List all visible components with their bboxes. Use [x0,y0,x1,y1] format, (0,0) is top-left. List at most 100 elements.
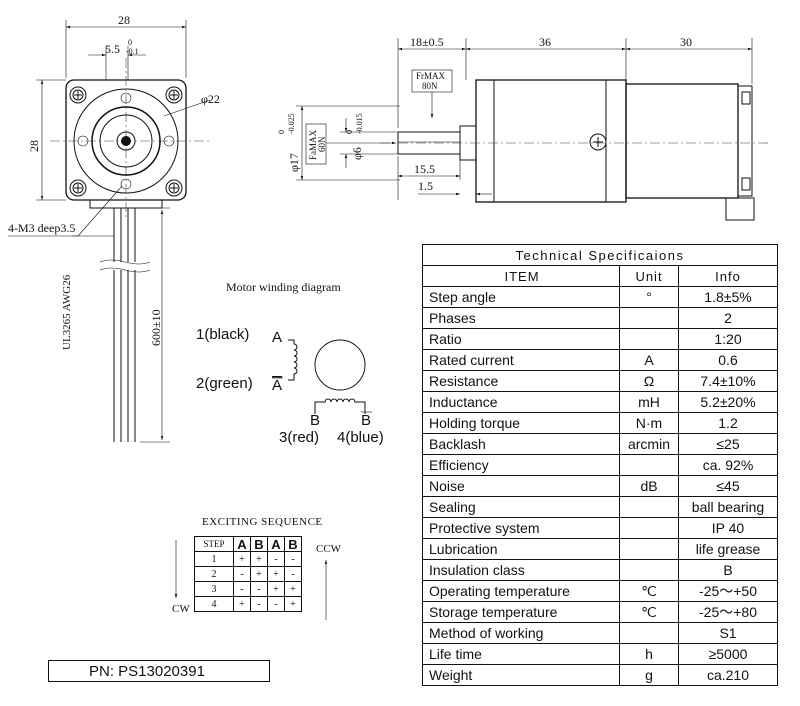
dim-15-5: 15.5 [414,162,435,176]
spec-info: 1.8±5% [678,286,778,308]
spec-item: Sealing [422,496,620,518]
spec-item: Operating temperature [422,580,620,602]
shaft-small-tol-bottom: -0.015 [355,113,364,134]
sequence-cell: + [233,551,251,567]
spec-item: Phases [422,307,620,329]
spec-unit: h [619,643,679,665]
spec-row: Storage temperature℃-25～+80 [422,601,778,623]
shaft-dia-tol-top: 0 [277,130,286,134]
spec-unit: N·m [619,412,679,434]
frmax-label: FrMAX [416,71,446,81]
spec-item: Lubrication [422,538,620,560]
spec-item: Weight [422,664,620,686]
spec-unit [619,622,679,644]
flat-tol-bottom: -0.1 [126,47,139,56]
phase-header-abar: A [267,536,285,552]
sequence-cell: + [250,566,268,582]
famax-label: FaMAX [308,129,318,160]
spec-row: Lubrication life grease [422,538,778,560]
spec-unit [619,517,679,539]
famax-value: 60N [317,136,327,152]
spec-row: Efficiency ca. 92% [422,454,778,476]
spec-unit: ° [619,286,679,308]
spec-unit: g [619,664,679,686]
dim-18: 18±0.5 [410,35,444,49]
spec-info: ball bearing [678,496,778,518]
wire-red-label: 3(red) [279,429,319,446]
mount-holes-label: 4-M3 deep3.5 [8,221,75,235]
exciting-sequence-table: STEP A B A B 1 + + - - 2 - + + - 3 - - +… [194,536,302,612]
spec-item: Rated current [422,349,620,371]
spec-info: 1.2 [678,412,778,434]
spec-unit: ℃ [619,580,679,602]
technical-spec-table: Technical Specificaions ITEM Unit Info S… [422,244,778,686]
spec-unit [619,496,679,518]
spec-item: Efficiency [422,454,620,476]
spec-item: Storage temperature [422,601,620,623]
spec-info: -25～+80 [678,601,778,623]
sequence-cell: + [267,581,285,597]
shaft-small-tol-top: 0 [345,130,354,134]
sequence-cell: + [233,596,251,612]
spec-title-row: Technical Specificaions [422,244,778,266]
spec-info: ca. 92% [678,454,778,476]
spec-unit [619,328,679,350]
phase-a-label: A [272,329,282,346]
step-number: 2 [194,566,234,582]
spec-unit [619,559,679,581]
spec-row: Sealing ball bearing [422,496,778,518]
dim-36: 36 [539,35,551,49]
shaft-dia-tol-bottom: -0.025 [287,113,296,134]
wire-green-label: 2(green) [196,375,253,392]
spec-unit [619,538,679,560]
flat-tol-top: 0 [128,38,132,47]
step-header: STEP [194,536,234,552]
spec-info: 7.4±10% [678,370,778,392]
shaft-dia-dim: φ17 [287,153,301,172]
step-number: 3 [194,581,234,597]
sequence-row: 3 - - + + [194,581,302,597]
wire-black-label: 1(black) [196,326,249,343]
sequence-header-row: STEP A B A B [194,536,302,552]
phase-header-b: B [250,536,268,552]
spec-item: Backlash [422,433,620,455]
spec-info: life grease [678,538,778,560]
spec-item: Insulation class [422,559,620,581]
step-number: 1 [194,551,234,567]
cw-label: CW [172,603,190,615]
sequence-cell: - [267,551,285,567]
spec-unit: Ω [619,370,679,392]
spec-item: Holding torque [422,412,620,434]
wire-blue-label: 4(blue) [337,429,384,446]
spec-info: -25～+50 [678,580,778,602]
front-view: 28 5.5 0 -0.1 28 [8,13,220,237]
front-width-dim: 28 [118,13,130,27]
item-header: ITEM [422,265,620,287]
spec-item: Protective system [422,517,620,539]
sequence-row: 1 + + - - [194,551,302,567]
info-header: Info [678,265,778,287]
spec-row: Step angle°1.8±5% [422,286,778,308]
phase-header-bbar: B [284,536,302,552]
frmax-value: 80N [422,81,438,91]
unit-header: Unit [619,265,679,287]
spec-unit: A [619,349,679,371]
sequence-cell: - [267,596,285,612]
sequence-cell: + [250,551,268,567]
sequence-cell: - [250,596,268,612]
ccw-label: CCW [316,543,342,555]
cable-spec-label: UL3265 AWG26 [61,274,73,350]
spec-unit: arcmin [619,433,679,455]
flat-dim: 5.5 [105,42,120,56]
lead-length-dim: 600±10 [149,309,163,346]
sequence-cell: + [284,596,302,612]
winding-diagram: 1(black) A 2(green) A B B 3(red) 4(blue) [196,326,384,446]
pilot-dia-dim: φ22 [201,92,220,106]
